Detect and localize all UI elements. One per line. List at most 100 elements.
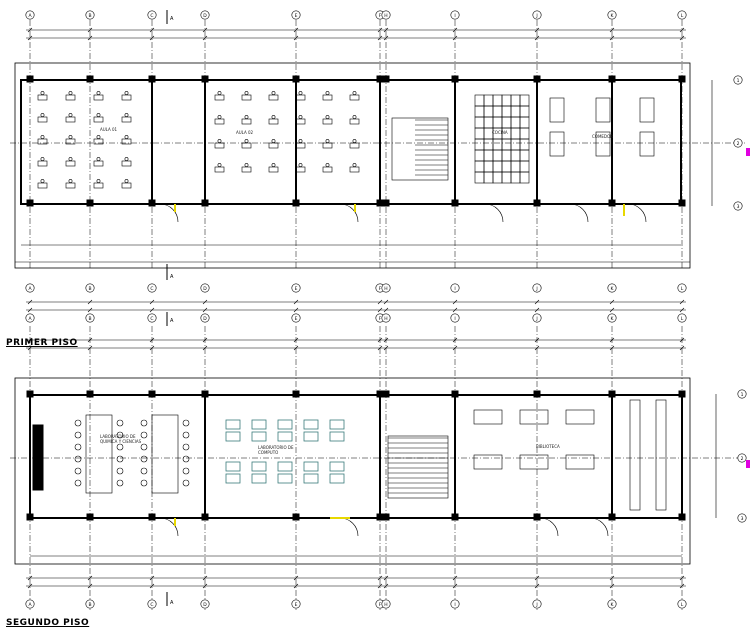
kitchen-tile — [474, 127, 485, 140]
student-desk — [241, 166, 252, 173]
grid-bubble-label: B — [88, 13, 91, 19]
dimension-tick — [87, 299, 93, 305]
lab-stool — [116, 455, 124, 463]
chair — [124, 91, 129, 95]
student-desk — [214, 118, 225, 125]
computer-station — [251, 419, 267, 430]
kitchen-tile — [510, 138, 521, 151]
dining-table — [595, 131, 611, 157]
row-bubble — [733, 138, 743, 148]
student-desk — [349, 94, 360, 101]
computer-station — [251, 473, 267, 484]
computer-station — [329, 461, 345, 472]
dimension-tick — [609, 35, 615, 41]
kitchen-tile — [510, 94, 521, 107]
dimension-tick — [293, 583, 299, 589]
grid-bubble — [677, 599, 687, 609]
grid-bubble-label: C — [150, 602, 153, 608]
dimension-tick — [534, 307, 540, 313]
chair — [325, 139, 330, 143]
lab-stool — [74, 419, 82, 427]
kitchen-tile — [474, 105, 485, 118]
dimension-tick — [202, 27, 208, 33]
library-table — [519, 409, 549, 425]
door-swing — [159, 517, 179, 537]
lab-table — [85, 414, 113, 494]
dimension-tick — [377, 299, 383, 305]
kitchen-tile — [519, 138, 530, 151]
dimension-tick — [679, 35, 685, 41]
lab-stool — [182, 443, 190, 451]
grid-bubble-label: L — [681, 13, 684, 19]
door-swing — [589, 517, 609, 537]
dimension-tick — [609, 575, 615, 581]
row-bubble-label: 2 — [737, 141, 740, 147]
dimension-tick — [383, 583, 389, 589]
student-desk — [93, 94, 104, 101]
building-outline-second — [14, 377, 691, 565]
grid-bubble — [25, 10, 35, 20]
dining-table — [595, 97, 611, 123]
grid-bubble-label: I — [454, 316, 455, 322]
structural-column — [451, 75, 459, 83]
student-desk — [93, 116, 104, 123]
dimension-tick — [383, 299, 389, 305]
dimension-tick — [383, 35, 389, 41]
classroom-block-second — [29, 394, 683, 519]
dimension-tick — [377, 583, 383, 589]
grid-bubble-label: F — [379, 286, 382, 292]
student-desk — [268, 94, 279, 101]
grid-bubble-label: D — [203, 602, 207, 608]
lab-stool — [74, 443, 82, 451]
computer-station — [329, 419, 345, 430]
grid-bubble-label: E — [295, 286, 298, 292]
dimension-tick — [87, 35, 93, 41]
student-desk — [322, 94, 333, 101]
structural-column — [533, 513, 541, 521]
grid-bubble-label: J — [535, 13, 537, 19]
lab-stool — [140, 467, 148, 475]
room-label-lab-quimica: LABORATORIO DE QUIMICA Y CIENCIAS — [100, 434, 142, 444]
structural-column — [608, 513, 616, 521]
lab-stool — [182, 455, 190, 463]
chair — [217, 115, 222, 119]
dimension-tick — [293, 575, 299, 581]
grid-bubble-label: C — [150, 286, 153, 292]
library-table — [473, 409, 503, 425]
structural-column — [292, 390, 300, 398]
grid-bubble — [85, 283, 95, 293]
dimension-tick — [452, 299, 458, 305]
student-desk — [268, 166, 279, 173]
student-desk — [268, 142, 279, 149]
section-label: A — [170, 318, 174, 324]
grid-bubble-label: L — [681, 316, 684, 322]
grid-bubble — [85, 10, 95, 20]
dimension-tick — [534, 35, 540, 41]
lab-counter — [32, 424, 44, 491]
chair — [271, 139, 276, 143]
chair — [244, 163, 249, 167]
student-desk — [93, 138, 104, 145]
grid-bubble-label: B — [88, 602, 91, 608]
computer-station — [251, 431, 267, 442]
structural-column — [382, 390, 390, 398]
structural-column — [86, 199, 94, 207]
student-desk — [37, 160, 48, 167]
grid-bubble-label: I — [454, 286, 455, 292]
room-label-aula-01: AULA 01 — [100, 127, 118, 132]
chair — [124, 157, 129, 161]
computer-station — [277, 419, 293, 430]
computer-station — [225, 473, 241, 484]
grid-bubble — [291, 313, 301, 323]
structural-column — [382, 75, 390, 83]
kitchen-tile — [519, 127, 530, 140]
dining-table — [639, 131, 655, 157]
bookshelf — [629, 399, 641, 511]
lab-stool — [116, 467, 124, 475]
chair — [325, 163, 330, 167]
kitchen-tile — [492, 138, 503, 151]
computer-station — [225, 431, 241, 442]
grid-bubble-label: J — [535, 316, 537, 322]
computer-station — [303, 431, 319, 442]
grid-bubble — [291, 283, 301, 293]
